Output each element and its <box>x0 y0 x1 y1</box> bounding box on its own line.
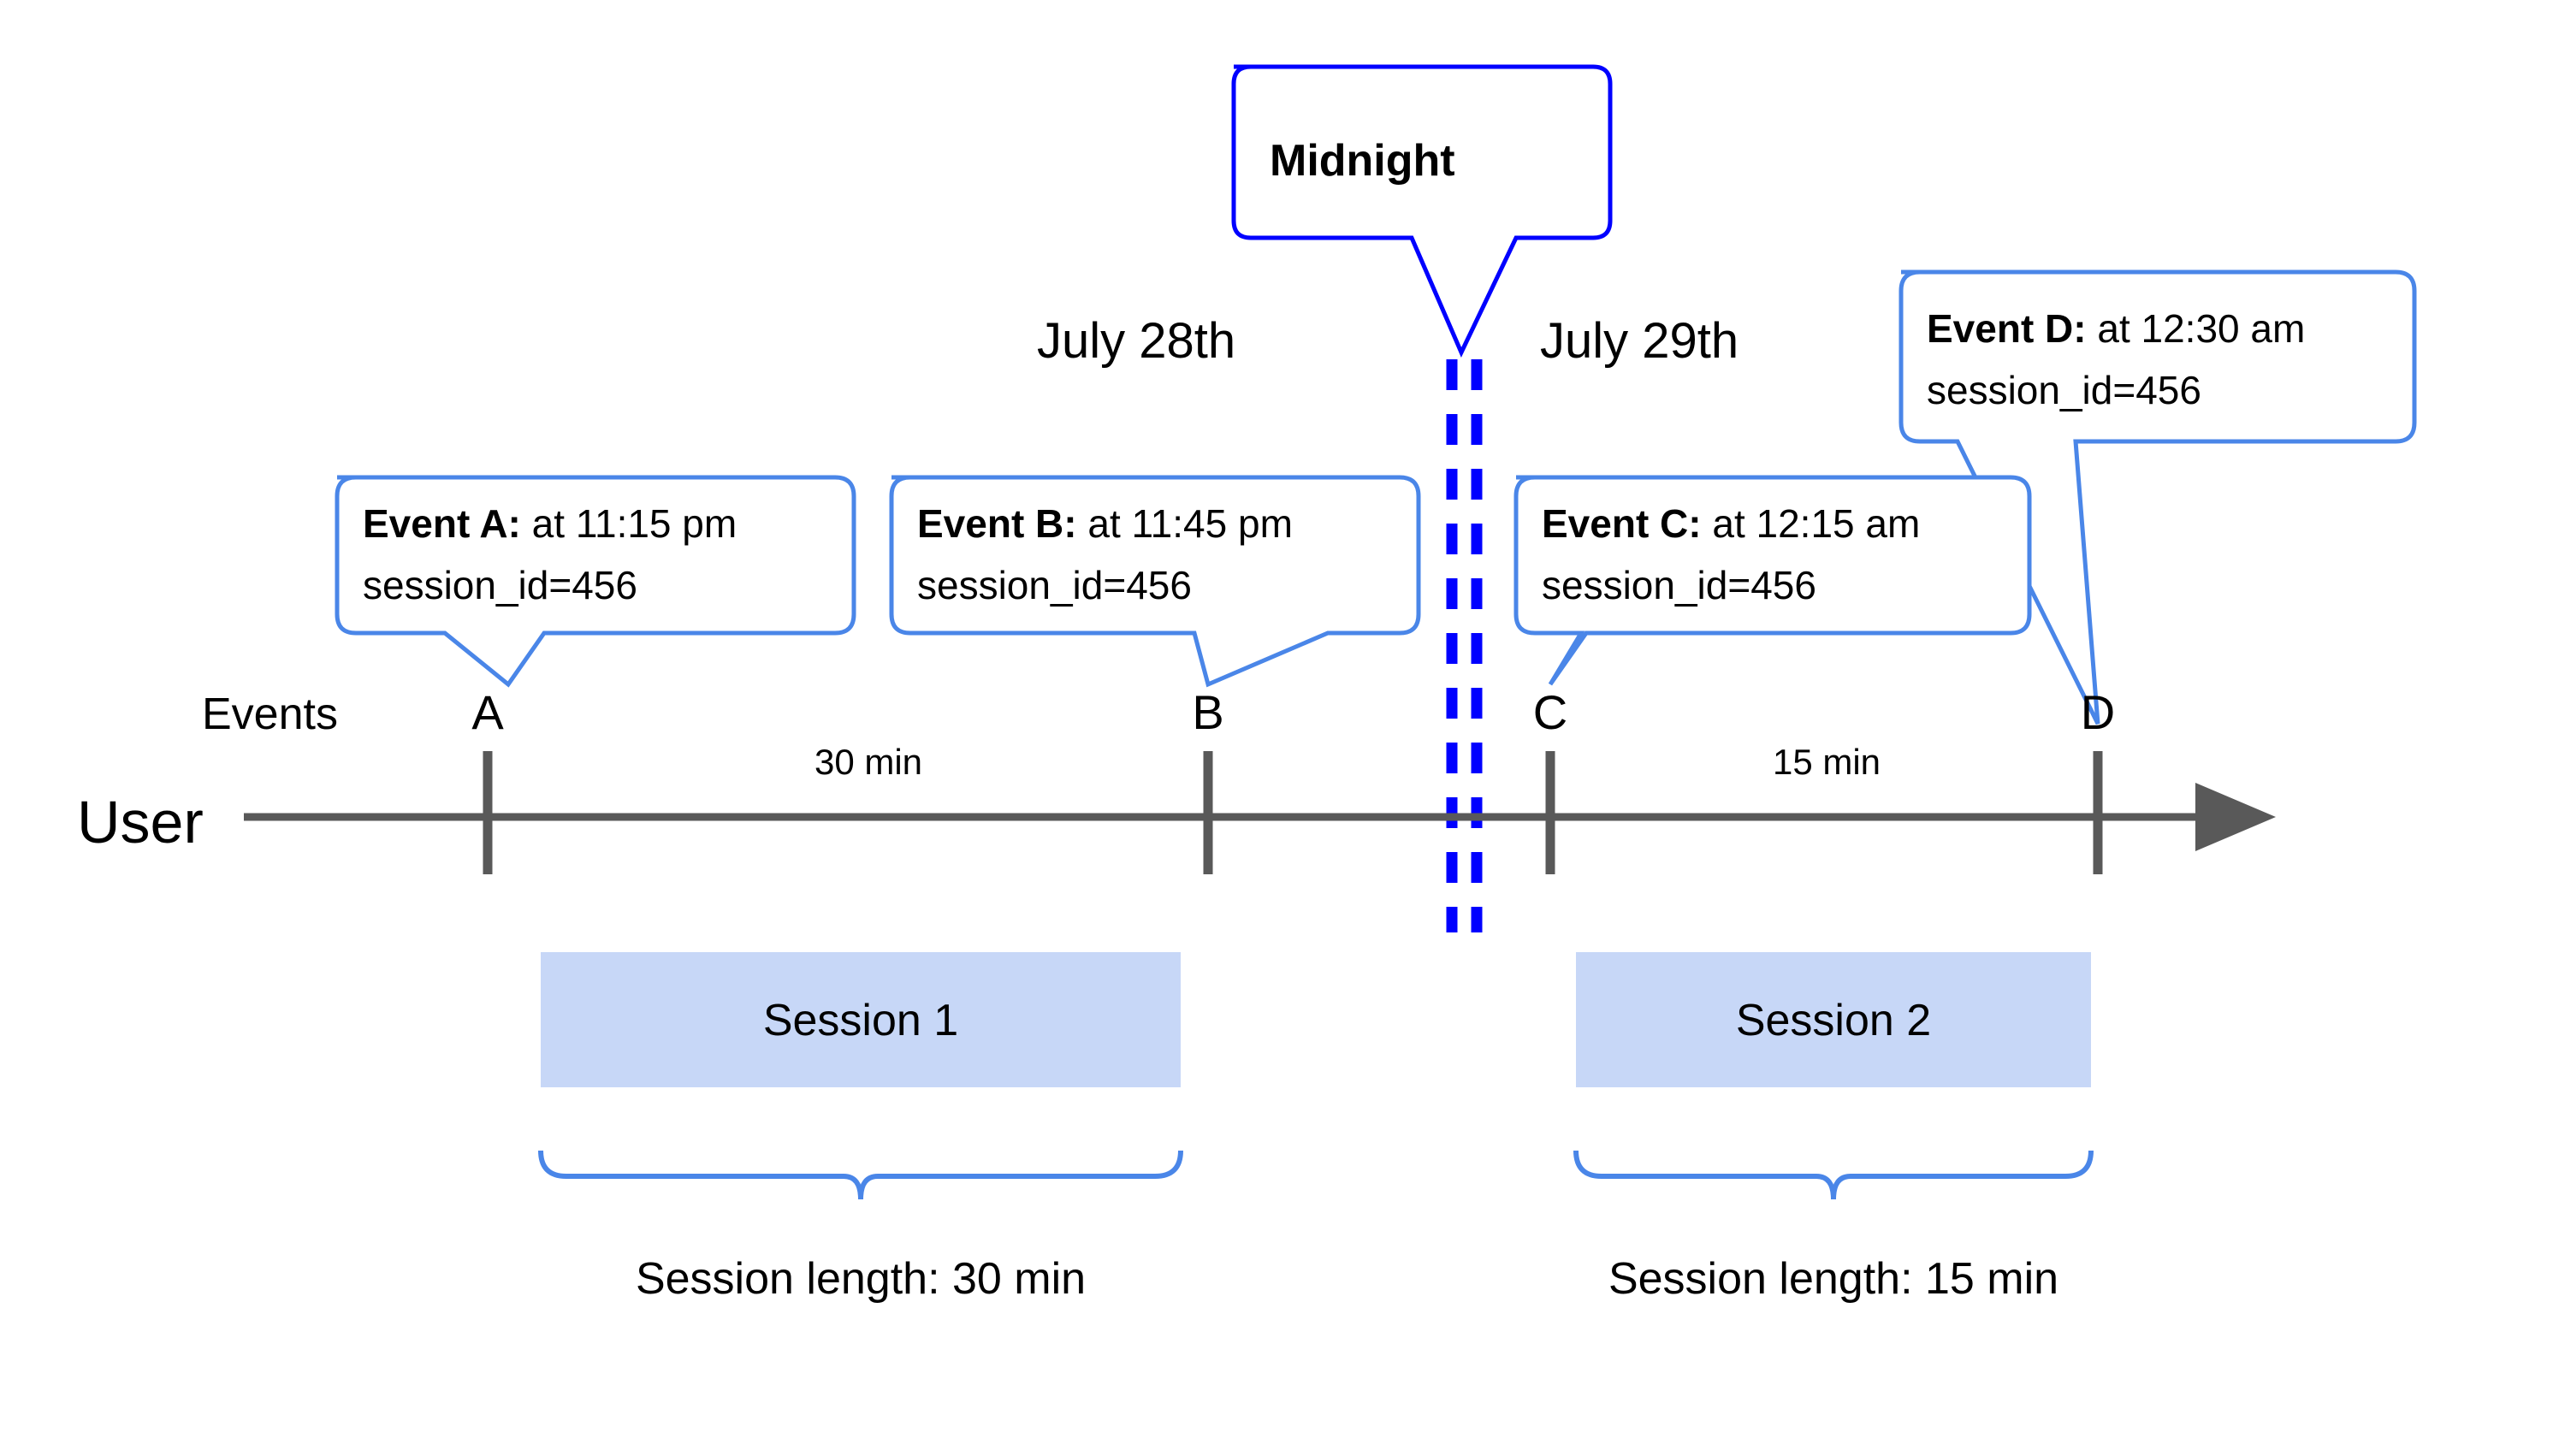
event-callout-a-session-id: session_id=456 <box>363 563 637 607</box>
event-letter-b: B <box>1192 685 1223 739</box>
event-callout-c-time: at 12:15 am <box>1702 501 1921 546</box>
event-callout-a-shape <box>335 475 856 688</box>
event-callout-c-session-id: session_id=456 <box>1542 563 1816 607</box>
event-callout-c[interactable]: Event C: at 12:15 am session_id=456 <box>1513 475 2032 686</box>
row-label-events: Events <box>202 690 338 739</box>
event-callout-c-title: Event C: <box>1542 501 1702 546</box>
event-callout-d-shape <box>1898 269 2417 725</box>
midnight-callout-shape <box>1231 64 1613 358</box>
event-callout-a[interactable]: Event A: at 11:15 pm session_id=456 <box>335 475 856 688</box>
session-box-1-rect <box>541 952 1181 1087</box>
event-letter-d: D <box>2081 685 2115 739</box>
event-callout-b-line1: Event B: at 11:45 pm <box>917 501 1293 546</box>
midnight-callout-label: Midnight <box>1270 136 1455 186</box>
timeline-axis-arrow-icon <box>2195 783 2276 851</box>
event-callout-d-line1: Event D: at 12:30 am <box>1927 306 2305 351</box>
timeline-axis <box>244 751 2276 874</box>
event-callout-a-line1: Event A: at 11:15 pm <box>363 501 737 546</box>
session-box-2-rect <box>1576 952 2091 1087</box>
event-callout-b-shape <box>889 475 1421 688</box>
session-box-2[interactable]: Session 2 <box>1576 952 2091 1087</box>
session-brace-1 <box>538 1150 1183 1200</box>
session-brace-2-path <box>1573 1150 2094 1200</box>
session-box-1-label: Session 1 <box>763 996 958 1045</box>
midnight-callout: Midnight <box>1231 64 1613 358</box>
event-callout-c-shape <box>1513 475 2032 686</box>
session-box-1[interactable]: Session 1 <box>541 952 1181 1087</box>
event-callout-d[interactable]: Event D: at 12:30 am session_id=456 <box>1898 269 2417 725</box>
duration-label-15-min: 15 min <box>1773 742 1881 782</box>
event-callout-d-title: Event D: <box>1927 306 2087 351</box>
event-letter-c: C <box>1533 685 1567 739</box>
date-label-july-28: July 28th <box>1037 313 1235 369</box>
event-callout-b-title: Event B: <box>917 501 1077 546</box>
event-callout-d-session-id: session_id=456 <box>1927 368 2201 412</box>
event-letter-a: A <box>471 685 504 739</box>
row-label-user: User <box>77 789 204 855</box>
event-callout-c-line1: Event C: at 12:15 am <box>1542 501 1920 546</box>
session-length-label-1: Session length: 30 min <box>636 1254 1086 1304</box>
midnight-divider <box>1446 359 1483 932</box>
session-brace-1-path <box>538 1150 1183 1200</box>
event-callout-d-time: at 12:30 am <box>2087 306 2306 351</box>
session-box-2-label: Session 2 <box>1736 996 1931 1045</box>
event-callout-b[interactable]: Event B: at 11:45 pm session_id=456 <box>889 475 1421 688</box>
duration-label-30-min: 30 min <box>814 742 922 782</box>
session-brace-2 <box>1573 1150 2094 1200</box>
event-callout-b-session-id: session_id=456 <box>917 563 1192 607</box>
date-label-july-29: July 29th <box>1540 313 1739 369</box>
event-callout-a-time: at 11:15 pm <box>521 501 737 546</box>
event-callout-a-title: Event A: <box>363 501 521 546</box>
event-callout-b-time: at 11:45 pm <box>1077 501 1293 546</box>
session-length-label-2: Session length: 15 min <box>1608 1254 2058 1304</box>
